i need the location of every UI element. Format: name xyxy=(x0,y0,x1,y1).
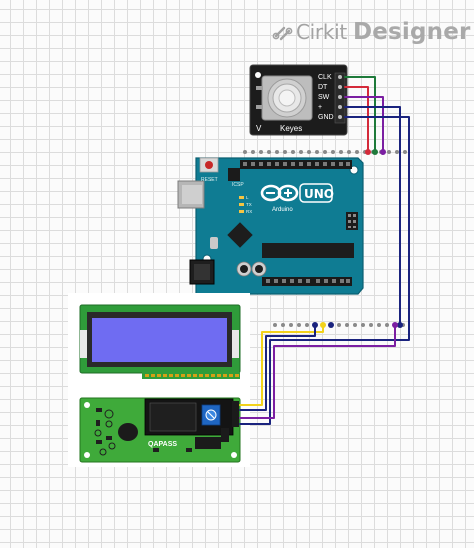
wire-sda xyxy=(239,324,324,406)
cirkit-designer-watermark: Cirkit Designer xyxy=(272,18,471,46)
crystal xyxy=(210,237,218,249)
encoder-pin-dt-label: DT xyxy=(318,84,328,91)
wire-gnd xyxy=(239,116,410,425)
arduino-uno-board[interactable]: RESET ICSP UNO Arduino L TX RX xyxy=(177,157,364,295)
i2c-backpack[interactable]: QAPASS xyxy=(144,398,239,449)
icsp-header-right xyxy=(346,212,358,230)
led-l-label: L xyxy=(246,195,249,200)
atmega-chip xyxy=(262,243,354,258)
wire-vcc xyxy=(344,106,401,326)
analog-pin-dots xyxy=(273,323,405,327)
encoder-pin-vcc-label: + xyxy=(318,104,322,111)
lcd-screen xyxy=(92,318,227,362)
qapass-label: QAPASS xyxy=(148,441,177,448)
wire-lcd-vcc xyxy=(239,324,396,419)
brand-name-bold: Designer xyxy=(352,19,471,45)
uno-label: UNO xyxy=(304,187,334,201)
icsp-label: ICSP xyxy=(232,182,244,188)
led-rx-label: RX xyxy=(246,209,252,214)
i2c-pin-header xyxy=(232,401,239,427)
wire-scl xyxy=(239,324,316,411)
lcd-16x2-module[interactable]: QAPASS xyxy=(68,293,250,467)
encoder-keyes-label: Keyes xyxy=(280,124,302,133)
wire-dt xyxy=(344,86,369,153)
uno-badge xyxy=(299,183,333,203)
wire-clk xyxy=(344,76,376,153)
encoder-pin-sw-label: SW xyxy=(318,94,330,101)
encoder-pin-clk-label: CLK xyxy=(318,74,332,81)
wire-junctions xyxy=(312,149,403,328)
led-tx-label: TX xyxy=(246,202,252,207)
wire-sw xyxy=(344,96,384,153)
brand-name-light: Cirkit xyxy=(296,20,347,44)
mounting-hole xyxy=(255,72,261,78)
arduino-logo xyxy=(260,184,299,202)
lcd-driver-blob xyxy=(118,423,138,441)
wires xyxy=(239,76,410,425)
icsp-header-top xyxy=(228,168,240,181)
digital-header xyxy=(240,160,352,169)
rotary-encoder-module[interactable]: CLK DT SW + GND V Keyes xyxy=(249,64,348,136)
encoder-v-label: V xyxy=(256,124,262,133)
encoder-pin-gnd-label: GND xyxy=(318,114,334,121)
reset-label: RESET xyxy=(201,177,218,183)
arduino-brand-label: Arduino xyxy=(272,207,293,213)
cirkit-logo-icon xyxy=(272,26,293,41)
